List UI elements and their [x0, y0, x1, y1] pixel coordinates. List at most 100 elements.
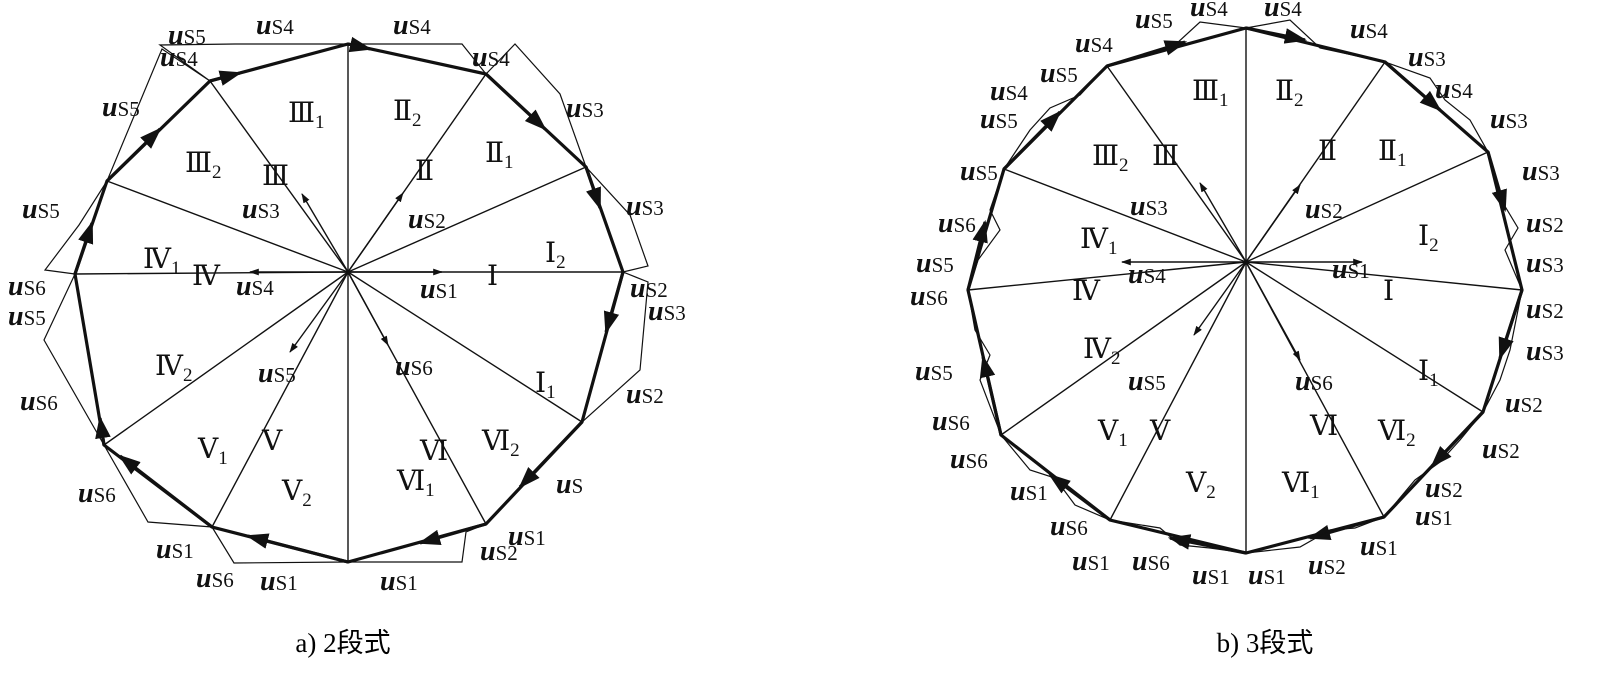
outer-vector-label-a-23: uS1 [380, 566, 418, 597]
inner-vector-label-b-2: uS2 [1305, 194, 1343, 225]
subsector-label-a-1: Ⅰ1 [535, 368, 556, 403]
outer-vector-label-b-8: uS4 [1435, 74, 1473, 105]
outer-vector-label-b-2: uS4 [1190, 0, 1228, 23]
outer-vector-label-b-23: uS2 [1505, 388, 1543, 419]
outer-vector-label-b-22: uS6 [932, 406, 970, 437]
outer-vector-label-b-4: uS4 [1075, 28, 1113, 59]
inner-vector-label-b-4: uS4 [1128, 259, 1166, 290]
sector-label-a-4: Ⅳ [192, 261, 221, 292]
outer-vector-label-b-3: uS4 [1264, 0, 1302, 23]
outer-vector-label-a-15: uS6 [20, 386, 58, 417]
subsector-label-a-11: Ⅵ1 [396, 466, 435, 501]
outer-vector-label-b-28: uS1 [1415, 501, 1453, 532]
outer-vector-label-a-19: uS1 [156, 534, 194, 565]
outer-vector-label-b-20: uS5 [915, 356, 953, 387]
subsector-label-b-6: Ⅲ2 [1092, 141, 1129, 176]
inner-vector-label-a-6: uS6 [395, 351, 433, 382]
inner-vector-label-b-5: uS5 [1128, 366, 1166, 397]
inner-vector-label-a-1: uS1 [420, 274, 458, 305]
subsector-label-b-1: Ⅰ1 [1418, 356, 1439, 391]
subsector-label-b-12: Ⅵ2 [1377, 416, 1416, 451]
outer-vector-label-b-25: uS2 [1482, 434, 1520, 465]
outer-vector-label-b-1: uS5 [1135, 4, 1173, 35]
outer-vector-label-b-29: uS6 [1050, 511, 1088, 542]
outer-vector-label-b-14: uS6 [938, 208, 976, 239]
subsector-label-a-4: Ⅱ2 [393, 96, 422, 131]
outer-vector-label-b-15: uS2 [1526, 208, 1564, 239]
diagram-two-segment: a) 2段式 [43, 36, 649, 658]
outer-switching-path [43, 43, 649, 564]
sector-label-b-5: Ⅴ [1149, 416, 1171, 447]
outer-vector-label-a-21: uS6 [196, 563, 234, 594]
outer-vector-label-b-31: uS1 [1072, 546, 1110, 577]
sector-label-a-3: Ⅲ [262, 161, 289, 192]
subsector-label-a-2: Ⅰ2 [545, 238, 566, 273]
outer-vector-label-a-13: uS5 [8, 301, 46, 332]
sector-lines-b [967, 28, 1523, 553]
subsector-label-a-7: Ⅳ1 [143, 244, 180, 279]
outer-vector-label-a-16: uS [556, 469, 583, 500]
outer-vector-label-b-10: uS5 [980, 104, 1018, 135]
outer-vector-label-a-17: uS6 [78, 478, 116, 509]
outer-switching-path-b [967, 19, 1523, 554]
subsector-label-b-4: Ⅱ2 [1275, 76, 1304, 111]
outer-vector-label-a-9: uS5 [22, 194, 60, 225]
inner-vector-label-b-1: uS1 [1332, 254, 1370, 285]
outer-vector-label-b-17: uS3 [1526, 248, 1564, 279]
outer-vector-label-b-35: uS2 [1308, 550, 1346, 581]
outer-vector-label-b-6: uS3 [1408, 42, 1446, 73]
outer-vector-label-a-11: uS6 [8, 271, 46, 302]
sector-label-a-6: Ⅵ [419, 436, 448, 467]
subsector-label-b-8: Ⅳ2 [1083, 334, 1120, 369]
outer-vector-label-a-7: uS5 [102, 92, 140, 123]
subsector-label-b-10: Ⅴ2 [1185, 468, 1216, 503]
outer-vector-label-b-21: uS3 [1526, 336, 1564, 367]
outer-vector-label-b-18: uS6 [910, 281, 948, 312]
outer-vector-label-b-24: uS6 [950, 444, 988, 475]
outer-vector-label-b-12: uS5 [960, 156, 998, 187]
sector-label-b-6: Ⅵ [1309, 411, 1338, 442]
sector-label-b-4: Ⅳ [1072, 276, 1101, 307]
outer-vector-label-b-30: uS1 [1360, 531, 1398, 562]
inner-vector-label-b-6: uS6 [1295, 366, 1333, 397]
subsector-label-b-11: Ⅵ1 [1281, 468, 1320, 503]
outer-vector-label-b-27: uS2 [1425, 473, 1463, 504]
inner-vector-label-a-3: uS3 [242, 194, 280, 225]
outer-vector-label-b-7: uS5 [1040, 58, 1078, 89]
outer-vector-label-a-8: uS3 [626, 191, 664, 222]
inner-vector-label-a-2: uS2 [408, 204, 446, 235]
sector-label-a-5: Ⅴ [261, 426, 283, 457]
outer-vector-label-a-20: uS2 [480, 536, 518, 567]
sector-label-a-1: Ⅰ [487, 261, 498, 292]
outer-vector-label-b-5: uS4 [1350, 14, 1388, 45]
subsector-label-b-5: Ⅲ1 [1192, 76, 1229, 111]
subsector-label-b-2: Ⅰ2 [1418, 221, 1439, 256]
outer-vector-label-b-33: uS1 [1192, 560, 1230, 591]
subsector-label-a-10: Ⅴ2 [281, 476, 312, 511]
sector-label-b-1: Ⅰ [1383, 276, 1394, 307]
outer-vector-label-a-10: uS2 [630, 273, 668, 304]
inner-vector-arrows-b [1121, 182, 1363, 361]
outer-vector-label-a-2: uS4 [393, 10, 431, 41]
inner-vector-label-a-5: uS5 [258, 358, 296, 389]
subsector-label-a-12: Ⅵ2 [481, 426, 520, 461]
outer-vector-label-b-34: uS1 [1248, 560, 1286, 591]
outer-vector-label-b-11: uS3 [1490, 104, 1528, 135]
inner-vector-label-a-4: uS4 [236, 271, 274, 302]
outer-vector-label-a-14: uS2 [626, 379, 664, 410]
outer-vector-label-a-12: uS3 [648, 296, 686, 327]
outer-vector-label-b-26: uS1 [1010, 476, 1048, 507]
outer-vector-label-a-18: uS1 [508, 521, 546, 552]
inner-vector-arrows [249, 192, 443, 353]
outer-vector-label-a-22: uS1 [260, 566, 298, 597]
diagram-three-segment: b) 3段式 [966, 19, 1524, 658]
subsector-label-a-6: Ⅲ2 [185, 148, 222, 183]
sector-label-b-2: Ⅱ [1318, 136, 1337, 167]
outer-vector-label-a-1: uS4 [256, 10, 294, 41]
outer-vector-label-a-5: uS4 [472, 42, 510, 73]
subsector-label-b-7: Ⅳ1 [1080, 224, 1117, 259]
outer-vector-label-b-9: uS4 [990, 76, 1028, 107]
sector-label-a-2: Ⅱ [415, 156, 434, 187]
caption-b: b) 3段式 [1217, 628, 1314, 658]
